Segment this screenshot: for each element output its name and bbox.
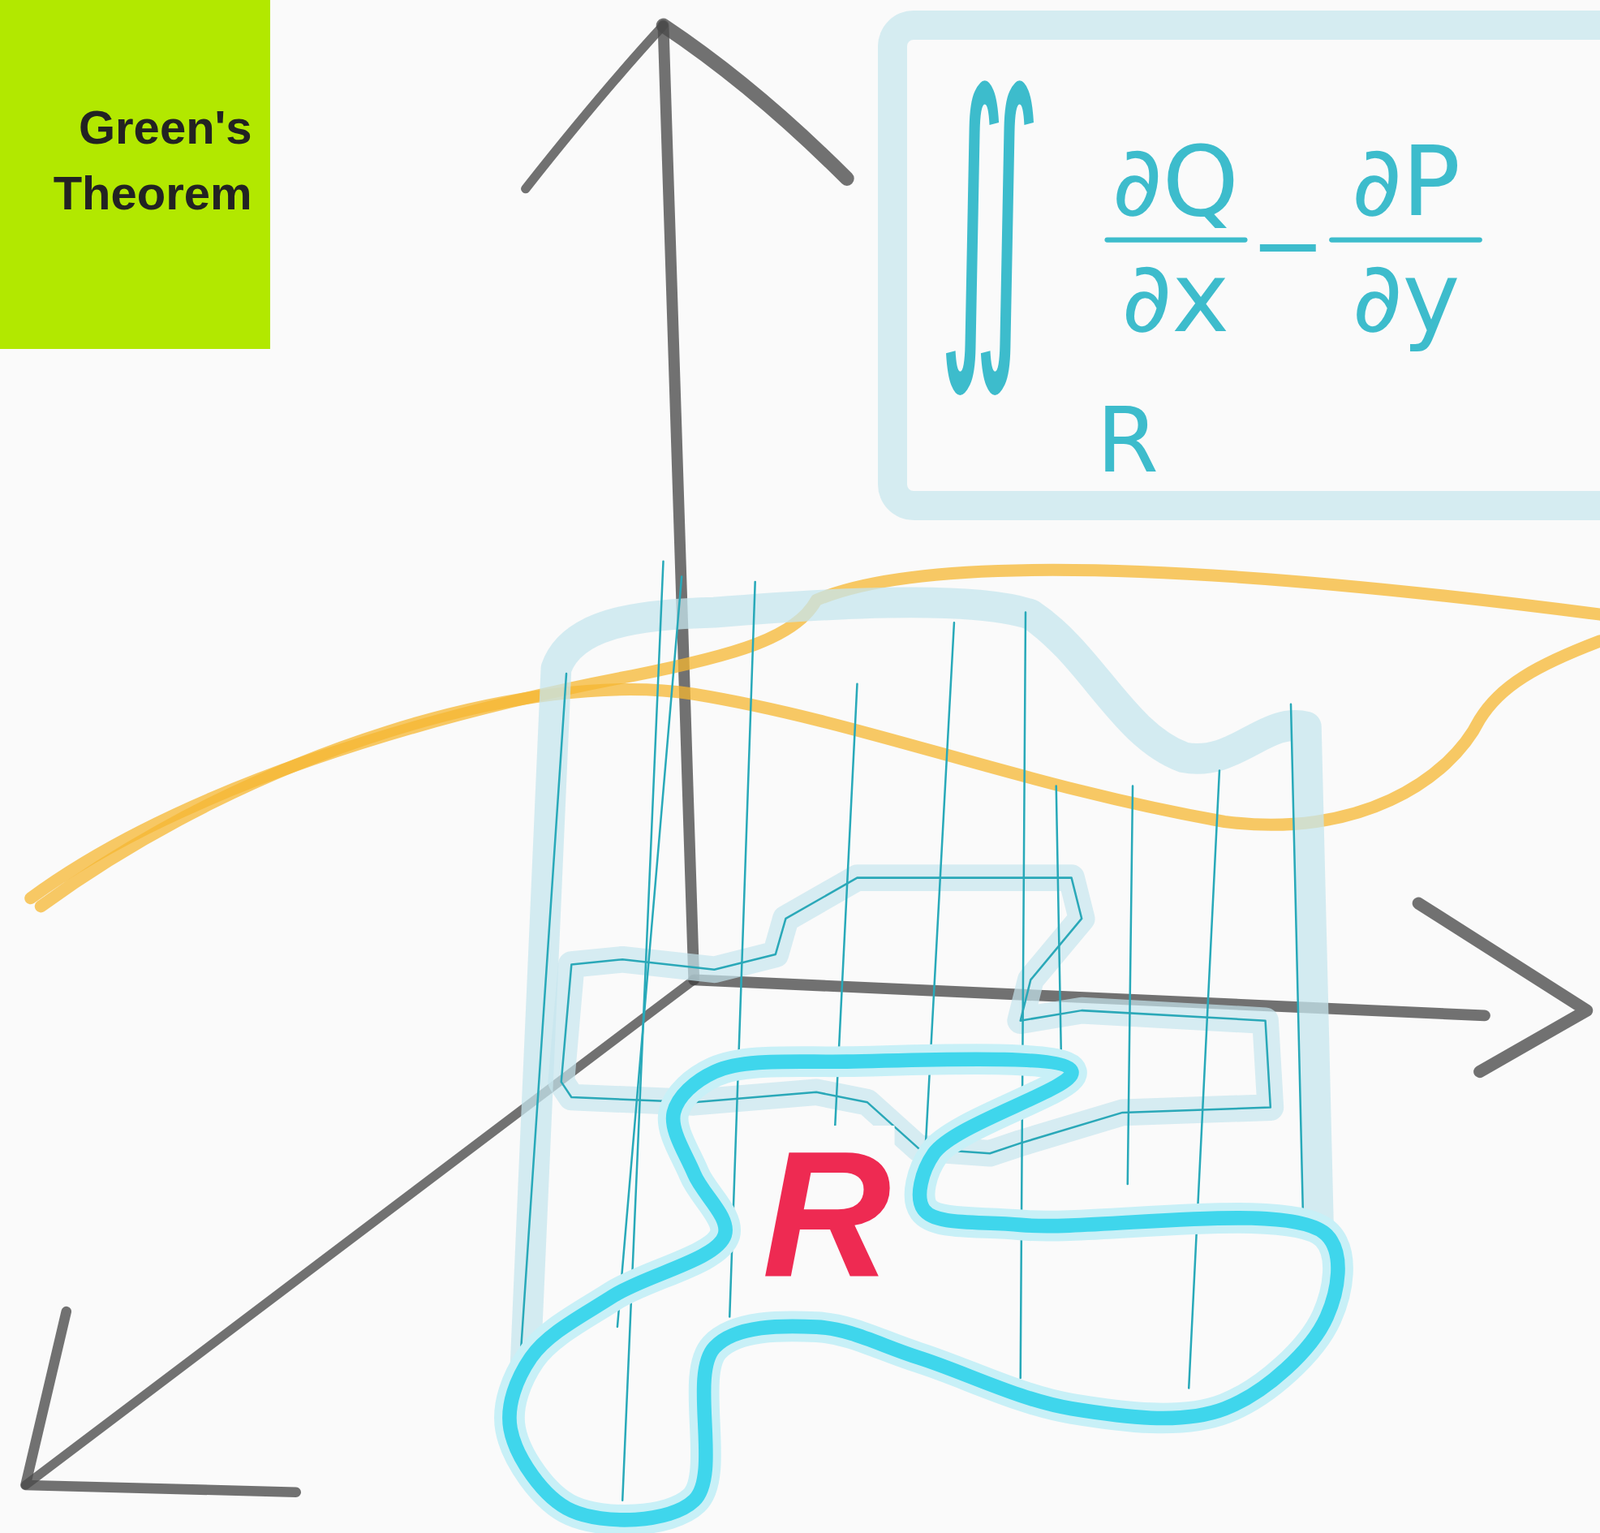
region-glow [509, 1058, 1338, 1520]
denominator: ∂y [1351, 249, 1460, 347]
minus-sign: − [1250, 200, 1325, 290]
region-outline [509, 1058, 1338, 1520]
formula-box: ∬ R ∂Q ∂x−∂P ∂y [877, 10, 1600, 521]
text-slot: Green's Theorem [15, 94, 253, 226]
text-slot: ∂y [1351, 249, 1460, 347]
text-slot: − [1250, 200, 1325, 290]
title-text: Green's Theorem [15, 94, 253, 226]
region-outline: R [490, 1040, 1347, 1532]
text-slot: ∂P [1351, 133, 1461, 231]
text-slot: ∂x [1121, 249, 1230, 347]
text-slot: R [1096, 395, 1158, 486]
double-integral-sign: ∬ [938, 51, 1041, 377]
text-slot: ∂Q [1112, 133, 1240, 231]
region-blob [490, 1040, 1347, 1532]
region-label: R [758, 1125, 895, 1304]
text-slot: ∬ [861, 51, 1119, 377]
denominator: ∂x [1121, 249, 1230, 347]
text-slot: R [758, 1125, 895, 1304]
region-subscript: R [1096, 395, 1158, 486]
title-box: Green's Theorem [0, 0, 271, 349]
numerator: ∂P [1351, 133, 1461, 231]
numerator: ∂Q [1112, 133, 1240, 231]
